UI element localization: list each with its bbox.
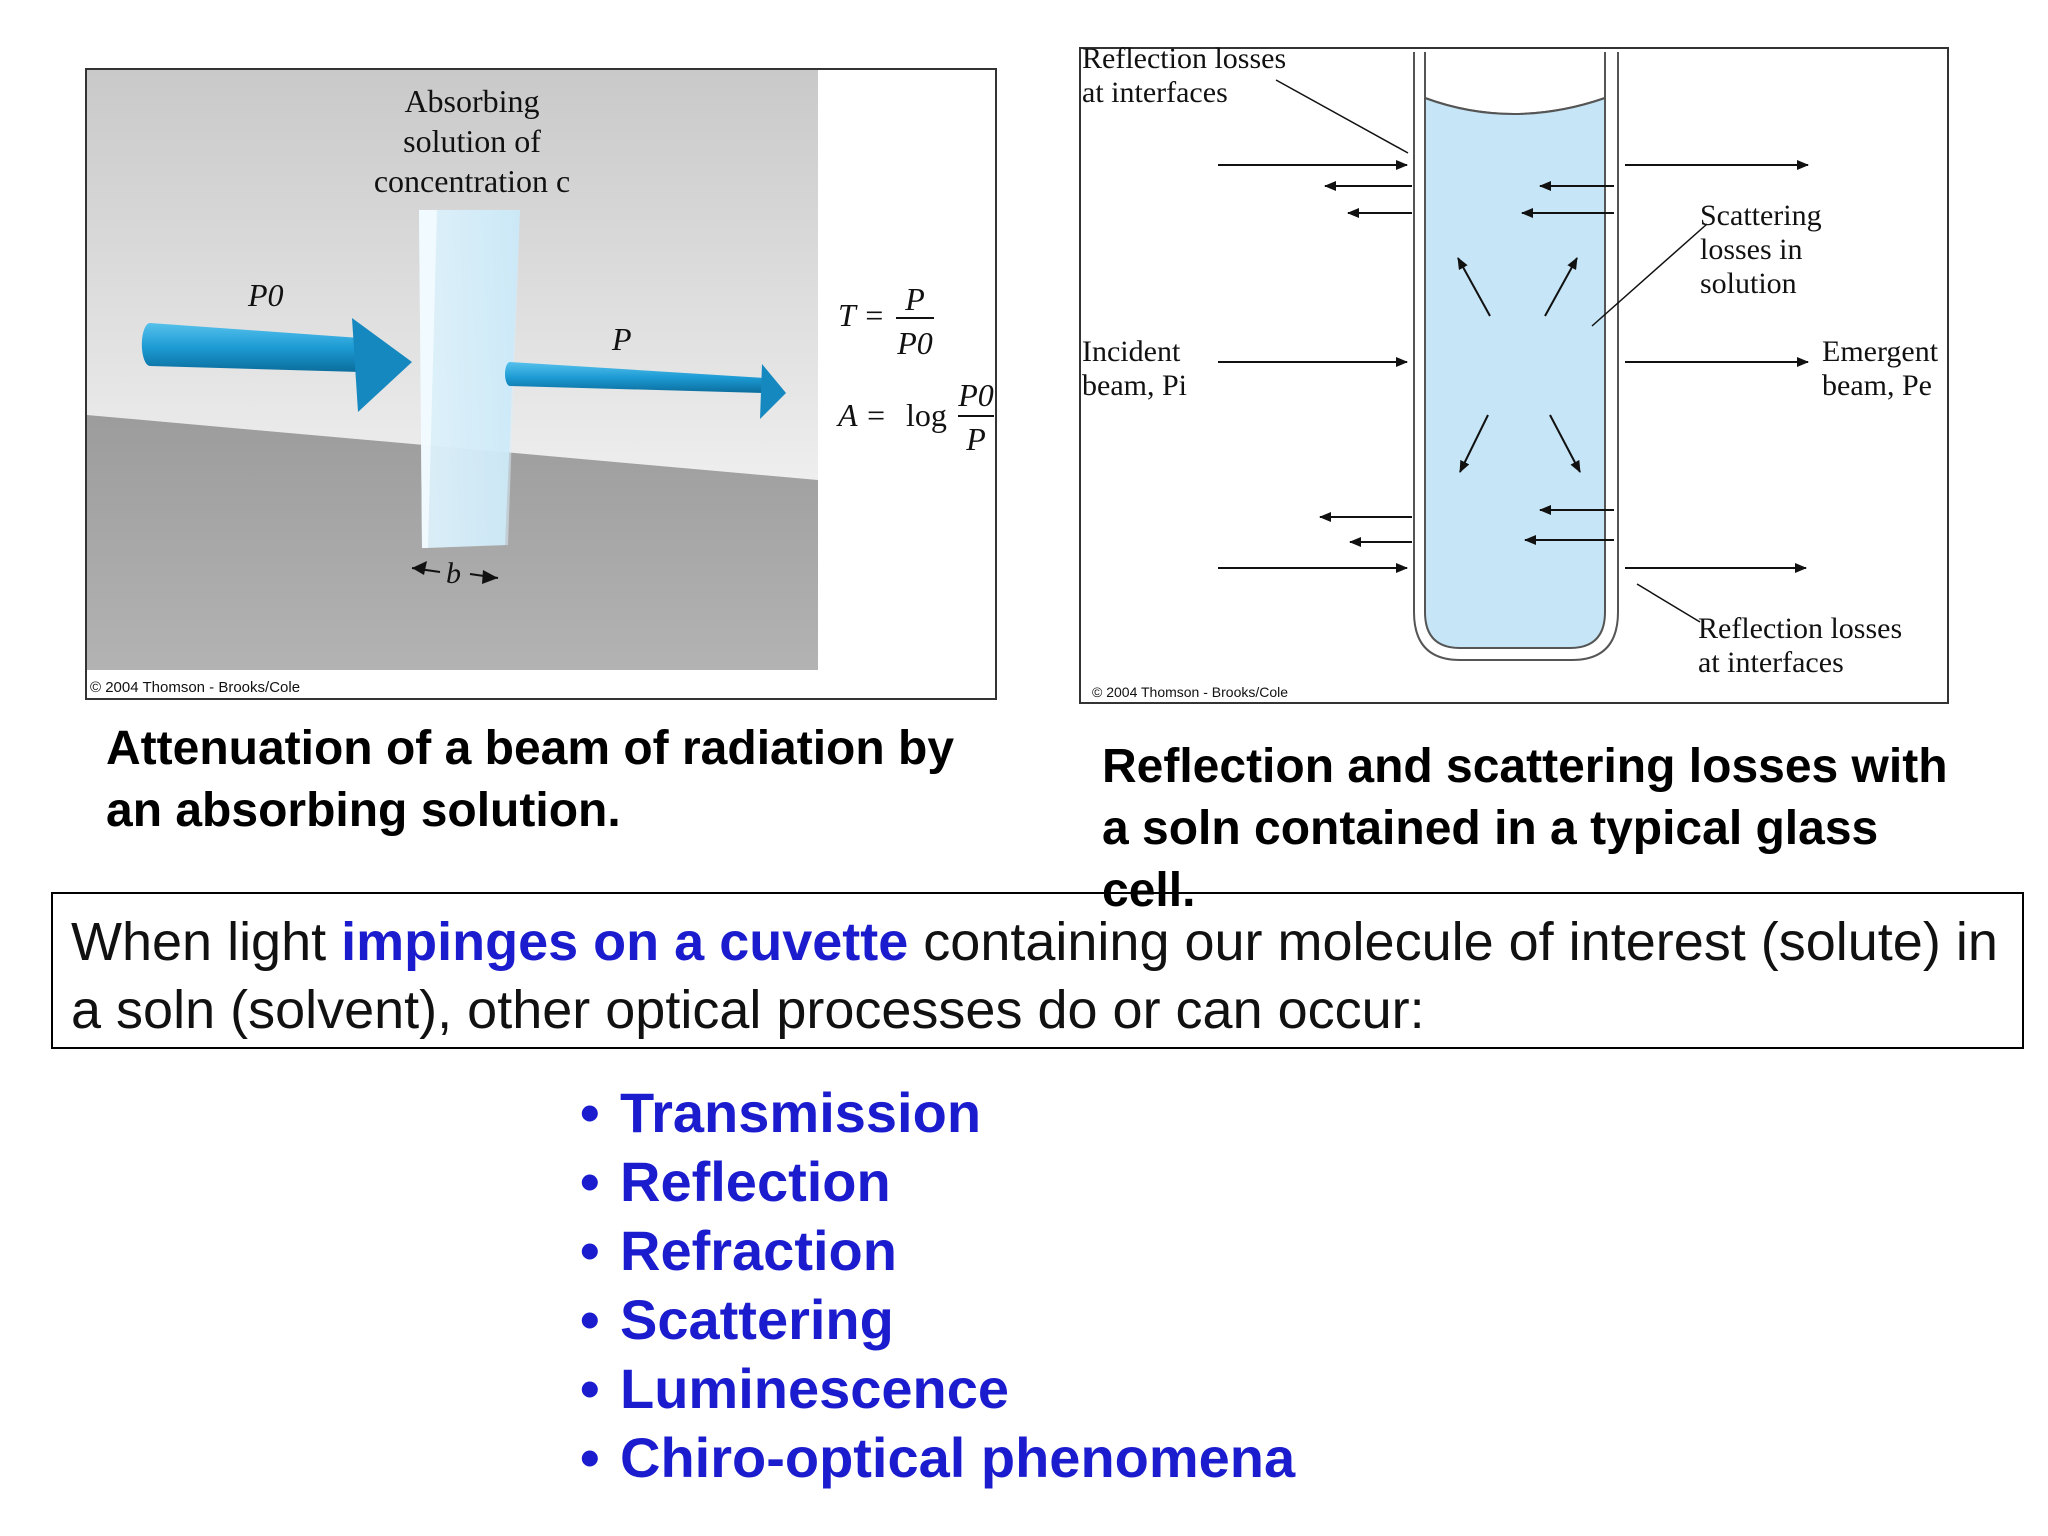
list-item: • Transmission [580, 1078, 1295, 1147]
list-item: • Reflection [580, 1147, 1295, 1216]
label-solution-line3: concentration c [374, 163, 570, 199]
label-incident-line1: Incident [1082, 335, 1181, 368]
absorbing-solution-cell [419, 210, 520, 548]
label-reflection-top-line2: at interfaces [1082, 76, 1228, 109]
beam-arrows [1218, 160, 1809, 573]
intro-emphasis: impinges on a cuvette [341, 912, 909, 972]
intro-text-box: When light impinges on a cuvette contain… [51, 892, 2024, 1049]
list-item-label: Reflection [620, 1150, 891, 1213]
caption-right-line1: Reflection and scattering losses with [1102, 740, 1948, 793]
bullet-icon: • [580, 1357, 600, 1420]
list-item-label: Scattering [620, 1288, 894, 1351]
label-scattering-line3: solution [1700, 267, 1797, 300]
list-item-label: Transmission [620, 1081, 982, 1144]
label-emergent-line2: beam, Pe [1822, 369, 1932, 402]
bullet-icon: • [580, 1081, 600, 1144]
list-item-label: Refraction [620, 1219, 897, 1282]
attenuation-figure: b Absorbing solution of concentration c … [85, 68, 997, 700]
caption-left: Attenuation of a beam of radiation by an… [106, 718, 954, 842]
reflection-scattering-figure: Reflection losses at interfaces Scatteri… [1079, 42, 1949, 704]
leader-lines [1275, 79, 1708, 623]
list-item: • Luminescence [580, 1354, 1295, 1423]
label-solution-line1: Absorbing [404, 83, 539, 119]
copyright-right: © 2004 Thomson - Brooks/Cole [1092, 684, 1288, 700]
label-scattering-line2: losses in [1700, 233, 1803, 266]
caption-left-line1: Attenuation of a beam of radiation by [106, 722, 955, 775]
eq-a-lhs: A = [836, 397, 887, 433]
label-reflection-top-line1: Reflection losses [1082, 42, 1286, 75]
label-reflection-bottom-line2: at interfaces [1698, 646, 1844, 679]
caption-left-line2: an absorbing solution. [106, 784, 621, 837]
incident-beam-arrow [141, 318, 412, 412]
list-item: • Scattering [580, 1285, 1295, 1354]
list-item-label: Chiro-optical phenomena [620, 1426, 1296, 1489]
caption-right: Reflection and scattering losses with a … [1102, 736, 1948, 922]
list-item: • Chiro-optical phenomena [580, 1423, 1295, 1492]
caption-right-line3: cell. [1102, 864, 1196, 917]
eq-t-lhs: T = [838, 297, 885, 333]
label-solution-line2: solution of [403, 123, 541, 159]
eq-a-numerator: P0 [957, 377, 994, 413]
path-length-indicator [411, 561, 499, 584]
bullet-icon: • [580, 1288, 600, 1351]
intro-text-part1: When light [71, 912, 342, 972]
label-p0: P0 [247, 277, 284, 313]
copyright-left: © 2004 Thomson - Brooks/Cole [90, 679, 300, 696]
scattering-arrows [1457, 257, 1581, 473]
label-emergent-line1: Emergent [1822, 335, 1939, 368]
intro-text-part2: containing our molecule of interest (sol… [71, 912, 1998, 1040]
transmitted-beam-arrow [505, 362, 786, 419]
bullet-icon: • [580, 1219, 600, 1282]
list-item-label: Luminescence [620, 1357, 1010, 1420]
bullet-icon: • [580, 1150, 600, 1213]
eq-a-denominator: P [965, 421, 986, 457]
optical-processes-list: • Transmission • Reflection • Refraction • S… [580, 1078, 1295, 1492]
bullet-icon: • [580, 1426, 600, 1489]
caption-right-line2: a soln contained in a typical glass [1102, 802, 1879, 855]
eq-t-denominator: P0 [896, 325, 933, 361]
eq-a-log: log [906, 397, 947, 433]
list-item: • Refraction [580, 1216, 1295, 1285]
label-b: b [446, 557, 461, 590]
label-p: P [611, 321, 632, 357]
label-reflection-bottom-line1: Reflection losses [1698, 612, 1902, 645]
glass-cell [1413, 52, 1619, 661]
label-incident-line2: beam, Pi [1082, 369, 1187, 402]
eq-t-numerator: P [904, 281, 925, 317]
label-scattering-line1: Scattering [1700, 199, 1822, 232]
